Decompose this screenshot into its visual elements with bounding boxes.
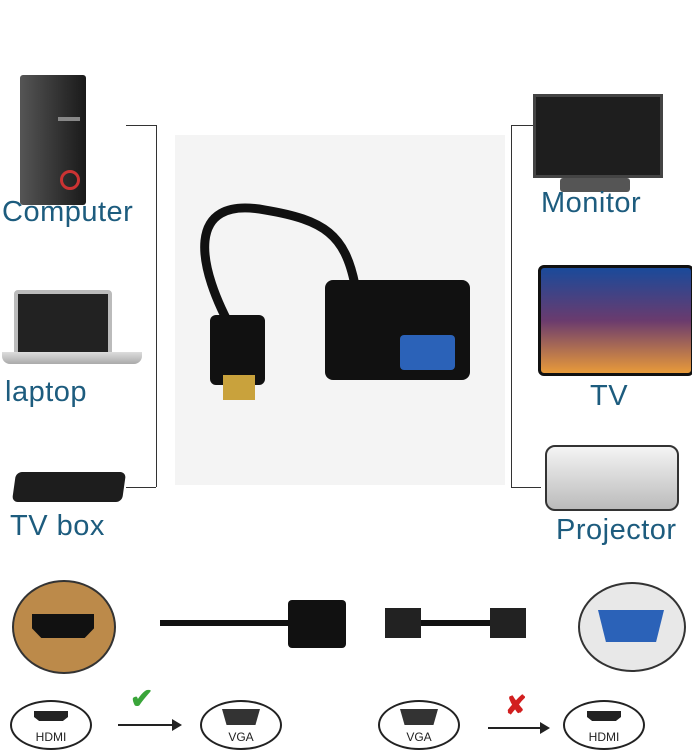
vga-port-icon — [400, 709, 438, 725]
tv-label: TV — [590, 380, 629, 412]
hdmi-port-closeup — [12, 580, 116, 674]
hdmi-vga-adapter-icon — [200, 203, 470, 400]
hdmi-badge: HDMI — [563, 700, 645, 750]
vga-plug — [490, 608, 526, 638]
adapter-box — [288, 600, 346, 648]
adapter-product-image — [175, 135, 505, 485]
check-icon: ✔ — [130, 683, 154, 714]
connector-line — [126, 487, 156, 488]
vga-badge: VGA — [378, 700, 460, 750]
laptop-image — [14, 290, 112, 356]
computer-tower-image — [20, 75, 86, 205]
tv-image — [538, 265, 692, 376]
laptop-label: laptop — [5, 376, 88, 408]
adapter-cable-image — [160, 620, 290, 626]
connector-line — [126, 125, 156, 126]
connector-line — [156, 125, 157, 487]
vga-badge: VGA — [200, 700, 282, 750]
connector-line — [511, 125, 512, 487]
hdmi-text: HDMI — [35, 730, 67, 744]
tv-box-image — [11, 472, 127, 502]
monitor-stand — [560, 178, 630, 192]
cross-icon: ✘ — [505, 690, 527, 720]
hdmi-port-icon — [587, 711, 621, 721]
vga-plug — [385, 608, 421, 638]
projector-label: Projector — [556, 514, 677, 546]
monitor-label: Monitor — [541, 187, 642, 219]
arrow-icon — [488, 722, 550, 734]
arrow-icon — [118, 719, 182, 731]
hdmi-badge: HDMI — [10, 700, 92, 750]
laptop-base — [2, 352, 142, 364]
vga-port-closeup — [578, 582, 686, 672]
connector-line — [511, 125, 533, 126]
connector-line — [511, 487, 541, 488]
projector-image — [545, 445, 679, 511]
vga-text: VGA — [406, 730, 432, 744]
hdmi-text: HDMI — [588, 730, 620, 744]
vga-cable-image — [385, 620, 525, 626]
monitor-image — [533, 94, 663, 178]
computer-label: Computer — [2, 196, 134, 228]
tv-box-label: TV box — [10, 510, 105, 542]
hdmi-port-icon — [34, 711, 68, 721]
vga-text: VGA — [228, 730, 254, 744]
vga-port-icon — [222, 709, 260, 725]
